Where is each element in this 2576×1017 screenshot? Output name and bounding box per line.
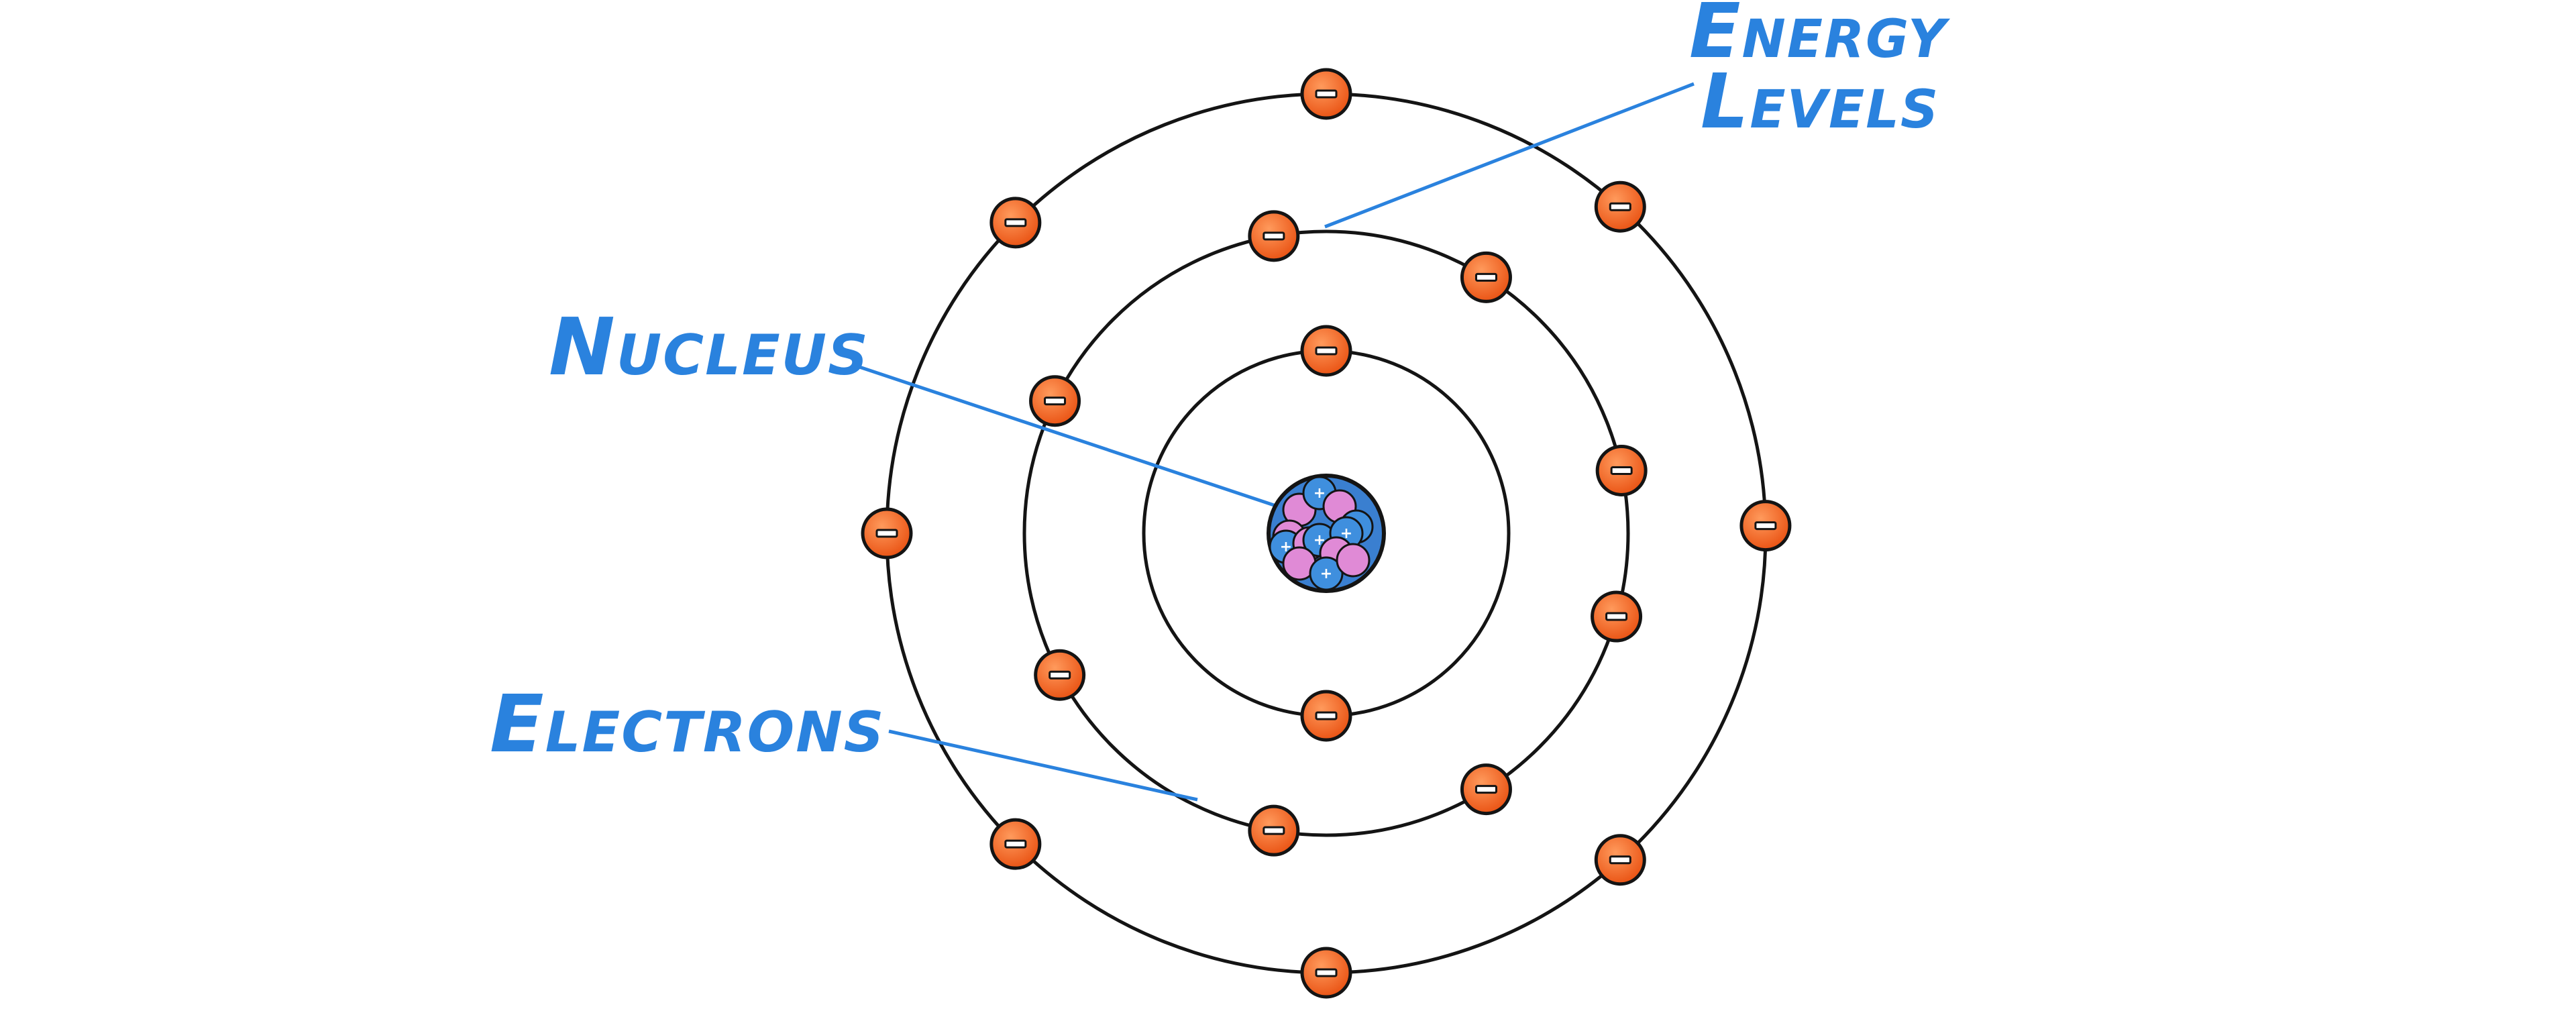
- proton: [1309, 556, 1344, 591]
- electrons-label: Electrons: [490, 678, 885, 770]
- leader-line-energy-levels: [1324, 82, 1695, 229]
- nucleus: ++++++: [1267, 474, 1386, 593]
- minus-icon: [1605, 612, 1628, 621]
- electron: [1248, 210, 1300, 262]
- electron: [1034, 649, 1086, 701]
- minus-icon: [1474, 785, 1497, 794]
- neutron: [1336, 543, 1371, 578]
- electron: [1300, 325, 1352, 377]
- orbit-shell-2: [1022, 229, 1630, 837]
- electron: [1595, 444, 1648, 496]
- electron: [1248, 804, 1300, 857]
- electron: [1739, 500, 1792, 552]
- minus-icon: [1315, 89, 1338, 99]
- minus-icon: [1049, 670, 1071, 680]
- leader-line-nucleus: [855, 364, 1279, 508]
- labels: Nucleus Electrons Energy Levels: [490, 0, 1951, 770]
- electron: [861, 507, 913, 559]
- electron: [1594, 834, 1646, 886]
- electron: [1300, 947, 1352, 999]
- electron: [989, 818, 1042, 870]
- energy-levels-label-line1: Energy: [1689, 0, 1951, 75]
- electron: [1029, 375, 1081, 427]
- minus-icon: [1754, 521, 1777, 531]
- plus-icon: +: [1313, 485, 1326, 502]
- minus-icon: [1609, 855, 1631, 865]
- minus-icon: [1315, 346, 1338, 356]
- minus-icon: [1004, 839, 1027, 849]
- minus-icon: [1263, 231, 1285, 241]
- minus-icon: [1610, 466, 1633, 475]
- energy-levels-label-line2: Levels: [1701, 58, 1939, 146]
- minus-icon: [1315, 711, 1338, 720]
- minus-icon: [1263, 826, 1285, 835]
- nucleus-label: Nucleus: [549, 301, 869, 393]
- electron: [989, 197, 1042, 249]
- minus-icon: [1609, 202, 1631, 211]
- electron: [1300, 68, 1352, 120]
- plus-icon: +: [1320, 566, 1332, 582]
- electron: [1300, 690, 1352, 742]
- minus-icon: [1315, 968, 1338, 977]
- minus-icon: [1004, 218, 1027, 227]
- electron: [1591, 590, 1643, 643]
- minus-icon: [875, 529, 898, 538]
- leader-lines: [855, 82, 1695, 802]
- electrons: [861, 68, 1792, 999]
- electron: [1460, 251, 1512, 303]
- leader-line-electrons: [888, 729, 1198, 802]
- electron: [1594, 180, 1646, 233]
- nucleons: ++++++: [1269, 476, 1374, 591]
- minus-icon: [1044, 396, 1067, 406]
- electron: [1460, 763, 1512, 816]
- minus-icon: [1474, 272, 1497, 282]
